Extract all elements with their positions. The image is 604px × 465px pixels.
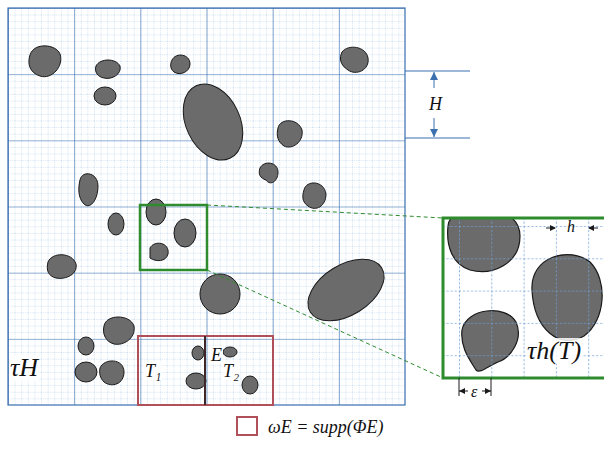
coarse-mesh <box>8 8 405 405</box>
zoom-leader <box>207 205 443 378</box>
mesh-label: τh(T) <box>526 338 582 364</box>
dimension-H <box>405 71 470 138</box>
legend-swatch <box>236 416 258 436</box>
element-label: T₂ <box>222 362 240 380</box>
mesh-label: τH <box>9 355 39 381</box>
inclusions <box>29 46 395 394</box>
support-patch <box>138 336 273 405</box>
legend-text: ωE = supp(ΦE) <box>268 418 384 436</box>
dimension-label: ε <box>470 384 478 400</box>
zoom-border <box>443 218 604 378</box>
element-label: T₁ <box>144 362 162 380</box>
zoom-view <box>443 218 604 378</box>
coarse-edge <box>204 336 206 405</box>
domain-border <box>8 8 405 405</box>
dimension-label: h <box>566 219 576 235</box>
fine-mesh <box>8 8 405 405</box>
selected-cell <box>140 205 207 270</box>
dimension-label: H <box>428 95 443 113</box>
